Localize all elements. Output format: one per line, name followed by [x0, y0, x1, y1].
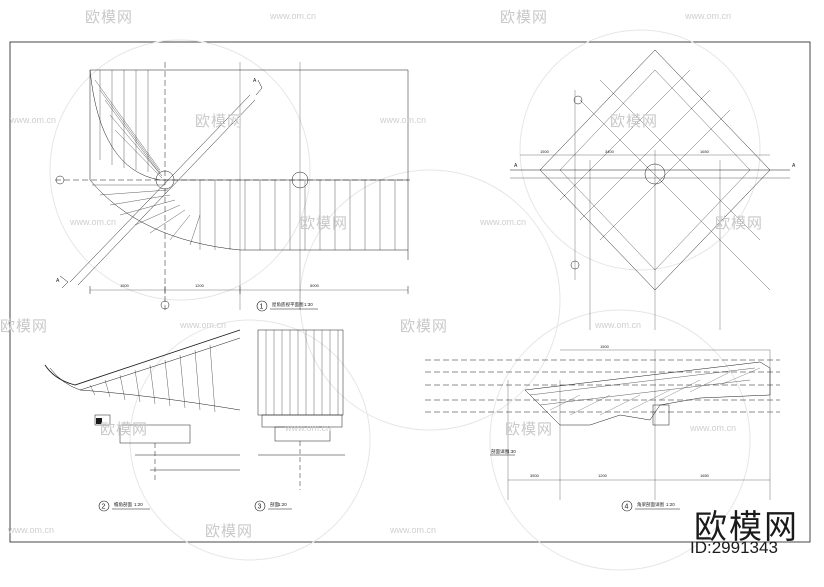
watermark-url: www.om.cn	[270, 11, 317, 21]
watermark-brand: 欧模网	[205, 522, 254, 540]
drawing-4-plan-dims: 1500 3400 1650	[540, 149, 710, 154]
svg-text:1500: 1500	[120, 283, 130, 288]
svg-text:1200: 1200	[195, 283, 205, 288]
drawing-1-dims: 1500 1200 5000	[120, 283, 320, 288]
drawing-4-title: 4 角梁剖面详图 1:20	[621, 500, 680, 512]
brand-logo-text: 欧模网	[694, 507, 799, 546]
watermark-url: www.om.cn	[690, 423, 737, 433]
model-id: ID:2991343	[690, 538, 778, 557]
svg-text:A: A	[253, 78, 257, 84]
drawing-1-title: 1 屋角底视平面图 1:30	[256, 300, 318, 312]
watermark-url: www.om.cn	[10, 115, 57, 125]
watermark-brand: 欧模网	[505, 420, 554, 438]
svg-text:5000: 5000	[310, 283, 320, 288]
svg-text:1:20: 1:20	[666, 502, 675, 507]
svg-text:檐角剖面: 檐角剖面	[114, 501, 132, 508]
watermark-url: www.om.cn	[685, 11, 732, 21]
drawing-4-plan	[510, 49, 790, 330]
watermark-circles	[49, 29, 761, 571]
watermark-url: www.om.cn	[390, 525, 437, 535]
watermark-brand: 欧模网	[0, 317, 49, 335]
sheet-border	[9, 41, 811, 543]
svg-text:A: A	[56, 278, 60, 284]
watermark-url: www.om.cn	[595, 320, 642, 330]
svg-text:1500: 1500	[600, 344, 610, 349]
svg-text:1650: 1650	[700, 149, 710, 154]
drawing-3-section	[257, 329, 345, 490]
watermark-brand: 欧模网	[195, 112, 244, 130]
svg-text:4: 4	[625, 504, 629, 511]
drawing-4-section-dims: 3500 1200 1650 1500	[530, 344, 710, 478]
drawing-3-title: 3 剖面 1:20	[254, 500, 292, 512]
drawing-2-title: 2 檐角剖面 1:20	[98, 500, 150, 512]
detail-label: 剖面详图 1:30	[491, 448, 516, 455]
svg-text:剖面详图: 剖面详图	[491, 448, 509, 455]
svg-text:1:20: 1:20	[278, 502, 287, 507]
watermark-brand: 欧模网	[500, 8, 549, 26]
svg-text:1200: 1200	[598, 473, 608, 478]
watermark-brand: 欧模网	[300, 214, 349, 232]
svg-text:1:30: 1:30	[304, 302, 313, 307]
section-fill-block	[96, 418, 102, 424]
drawing-2-section	[44, 329, 241, 480]
watermark-brand: 欧模网	[85, 8, 134, 26]
watermark-url: www.om.cn	[285, 423, 332, 433]
watermark-url: www.om.cn	[180, 320, 227, 330]
watermark-brand: 欧模网	[715, 214, 764, 232]
svg-text:1: 1	[260, 304, 264, 311]
svg-text:3500: 3500	[530, 473, 540, 478]
svg-text:屋角底视平面图: 屋角底视平面图	[272, 301, 304, 308]
drawing-4-section	[425, 349, 780, 500]
svg-text:3: 3	[258, 504, 262, 511]
svg-text:3400: 3400	[605, 149, 615, 154]
svg-text:剖面: 剖面	[270, 501, 279, 508]
watermark-url: www.om.cn	[480, 217, 527, 227]
drawing-1-plan	[55, 62, 410, 310]
svg-text:1650: 1650	[700, 473, 710, 478]
svg-text:角梁剖面详图: 角梁剖面详图	[637, 501, 664, 508]
svg-text:A: A	[792, 163, 796, 169]
watermark-brand: 欧模网	[610, 112, 659, 130]
watermark-brand: 欧模网	[400, 317, 449, 335]
watermark-url: www.om.cn	[380, 115, 427, 125]
svg-text:2: 2	[102, 504, 106, 511]
watermark-url: www.om.cn	[8, 525, 55, 535]
svg-text:A: A	[514, 163, 518, 169]
watermark-url: www.om.cn	[70, 217, 117, 227]
svg-text:1:20: 1:20	[134, 502, 143, 507]
svg-text:1500: 1500	[540, 149, 550, 154]
svg-text:1:30: 1:30	[507, 449, 516, 454]
watermark-brand: 欧模网	[100, 420, 149, 438]
